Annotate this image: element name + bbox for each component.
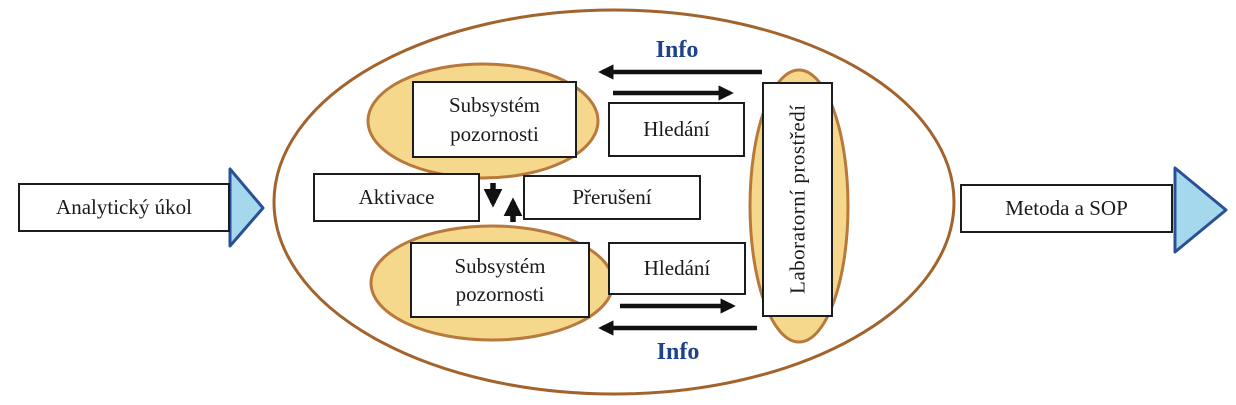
search-top-box: Hledání (608, 102, 745, 157)
input-arrow-icon (228, 167, 265, 248)
interruption-box: Přerušení (523, 175, 701, 220)
activation-box: Aktivace (313, 173, 480, 222)
lab-environment-box: Laboratorní prostředí (762, 82, 833, 317)
attention-subsystem-top-box: Subsystém pozornosti (412, 81, 577, 158)
output-arrow-icon (1173, 166, 1228, 254)
search-bottom-box: Hledání (608, 242, 746, 295)
info-label-bottom: Info (656, 339, 700, 365)
analytic-task-box: Analytický úkol (18, 183, 230, 232)
info-label-top: Info (655, 37, 699, 63)
attention-subsystem-bottom-box: Subsystém pozornosti (410, 242, 590, 318)
outer-system-ellipse (272, 8, 956, 396)
method-sop-box: Metoda a SOP (960, 184, 1173, 233)
